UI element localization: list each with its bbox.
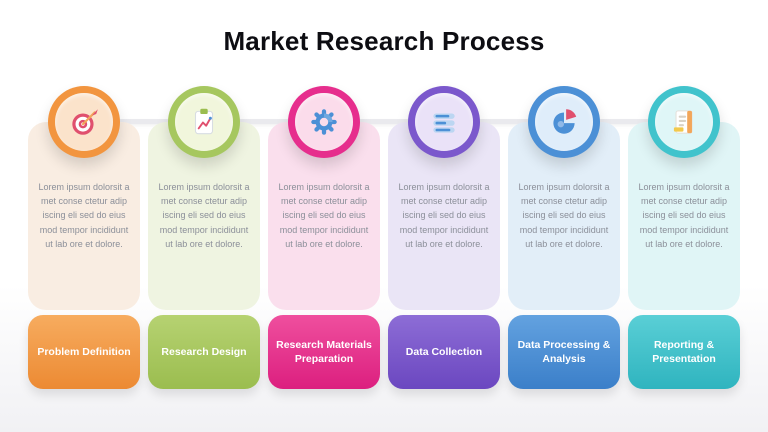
report-document-icon: [667, 105, 701, 139]
step-column-data-collection: Lorem ipsum dolorsit a met conse ctetur …: [388, 86, 500, 389]
step-label-box: Data Collection: [388, 315, 500, 389]
step-label: Data Processing & Analysis: [517, 338, 611, 365]
step-body-text: Lorem ipsum dolorsit a met conse ctetur …: [398, 182, 490, 249]
step-column-problem-definition: Lorem ipsum dolorsit a met conse ctetur …: [28, 86, 140, 389]
step-label-box: Research Design: [148, 315, 260, 389]
connector-line: [78, 119, 690, 124]
step-circle: [408, 86, 480, 158]
step-label-box: Problem Definition: [28, 315, 140, 389]
step-label-box: Data Processing & Analysis: [508, 315, 620, 389]
step-body-text: Lorem ipsum dolorsit a met conse ctetur …: [278, 182, 370, 249]
gear-icon: [307, 105, 341, 139]
step-label: Problem Definition: [37, 345, 131, 358]
process-columns: Lorem ipsum dolorsit a met conse ctetur …: [0, 86, 768, 389]
step-label-box: Reporting & Presentation: [628, 315, 740, 389]
step-body-text: Lorem ipsum dolorsit a met conse ctetur …: [38, 182, 130, 249]
step-circle: [288, 86, 360, 158]
clipboard-chart-icon: [187, 105, 221, 139]
step-label: Reporting & Presentation: [652, 338, 716, 365]
step-label: Research Design: [161, 345, 247, 358]
step-column-research-materials-preparation: Lorem ipsum dolorsit a met conse ctetur …: [268, 86, 380, 389]
step-circle: [648, 86, 720, 158]
list-sliders-icon: [427, 105, 461, 139]
step-column-reporting-presentation: Lorem ipsum dolorsit a met conse ctetur …: [628, 86, 740, 389]
pie-chart-icon: [547, 105, 581, 139]
target-icon: [67, 105, 101, 139]
step-column-data-processing-analysis: Lorem ipsum dolorsit a met conse ctetur …: [508, 86, 620, 389]
step-body-text: Lorem ipsum dolorsit a met conse ctetur …: [638, 182, 730, 249]
step-column-research-design: Lorem ipsum dolorsit a met conse ctetur …: [148, 86, 260, 389]
step-label: Data Collection: [405, 345, 483, 358]
step-label-box: Research Materials Preparation: [268, 315, 380, 389]
step-body-text: Lorem ipsum dolorsit a met conse ctetur …: [518, 182, 610, 249]
step-circle: [48, 86, 120, 158]
step-body-text: Lorem ipsum dolorsit a met conse ctetur …: [158, 182, 250, 249]
step-circle: [528, 86, 600, 158]
step-label: Research Materials Preparation: [276, 338, 372, 365]
slide-title: Market Research Process: [223, 26, 545, 56]
step-circle: [168, 86, 240, 158]
